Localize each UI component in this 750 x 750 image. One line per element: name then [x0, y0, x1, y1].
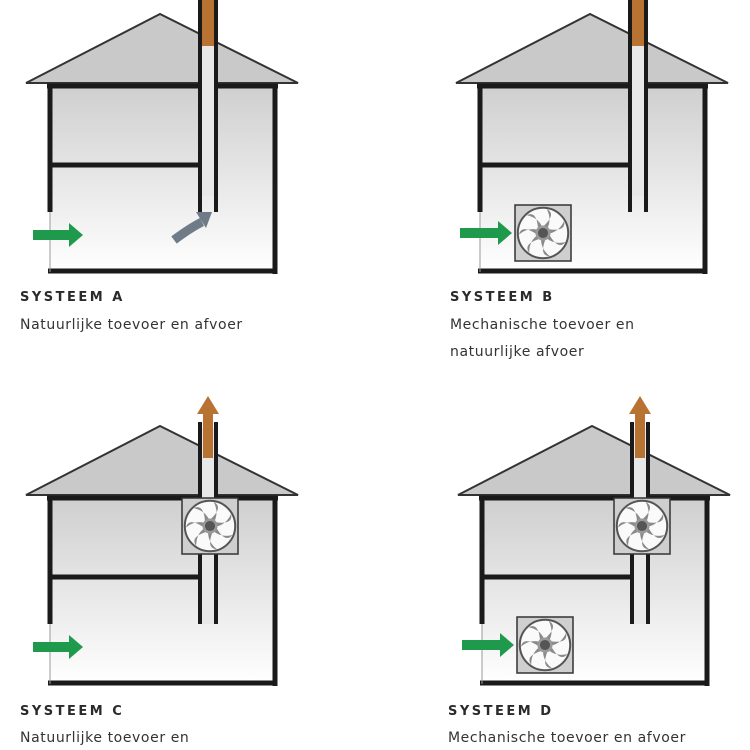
house-diagram-d [457, 396, 731, 686]
roof [455, 12, 729, 84]
roof [25, 424, 299, 496]
house-interior [480, 86, 705, 272]
system-c-panel: SYSTEEM C Natuurlijke toevoer en [0, 396, 375, 750]
fan-icon [181, 497, 239, 555]
system-description-line: Mechanische toevoer en afvoer [448, 730, 686, 746]
house-diagram-a [25, 0, 299, 274]
inflow-arrow-icon [33, 635, 83, 659]
system-d-panel: SYSTEEM D Mechanische toevoer en afvoer [432, 396, 750, 750]
house-interior [50, 86, 275, 272]
house-walls [477, 83, 708, 274]
fan-icon [514, 204, 572, 262]
chimney-exhaust [202, 0, 214, 46]
system-title: SYSTEEM D [448, 704, 554, 719]
system-title: SYSTEEM A [20, 290, 125, 305]
system-description-line: natuurlijke afvoer [450, 344, 585, 360]
system-b-panel: SYSTEEM B Mechanische toevoer en natuurl… [430, 0, 750, 370]
house-interior [50, 498, 275, 684]
house-walls [47, 83, 278, 274]
roof [25, 12, 299, 84]
system-description-line: Natuurlijke toevoer en afvoer [20, 317, 243, 333]
system-title: SYSTEEM B [450, 290, 555, 305]
system-a-panel: SYSTEEM A Natuurlijke toevoer en afvoer [0, 0, 375, 370]
exhaust-up-arrow-icon [629, 396, 651, 458]
return-air-arrow-icon [171, 212, 212, 244]
inflow-arrow-icon [460, 221, 512, 245]
house-diagram-c [25, 396, 299, 686]
house-walls [479, 495, 710, 686]
exhaust-up-arrow-icon [197, 396, 219, 458]
system-description-line: Natuurlijke toevoer en [20, 730, 190, 746]
fan-icon [516, 616, 574, 674]
house-walls [47, 495, 278, 686]
system-title: SYSTEEM C [20, 704, 125, 719]
chimney-exhaust [632, 0, 644, 46]
roof [457, 424, 731, 496]
inflow-arrow-icon [462, 633, 514, 657]
fan-icon [613, 497, 671, 555]
house-diagram-b [455, 0, 729, 274]
house-interior [482, 498, 707, 684]
system-description-line: Mechanische toevoer en [450, 317, 635, 333]
inflow-arrow-icon [33, 223, 83, 247]
chimney-duct [630, 0, 646, 196]
chimney-duct [200, 0, 216, 196]
